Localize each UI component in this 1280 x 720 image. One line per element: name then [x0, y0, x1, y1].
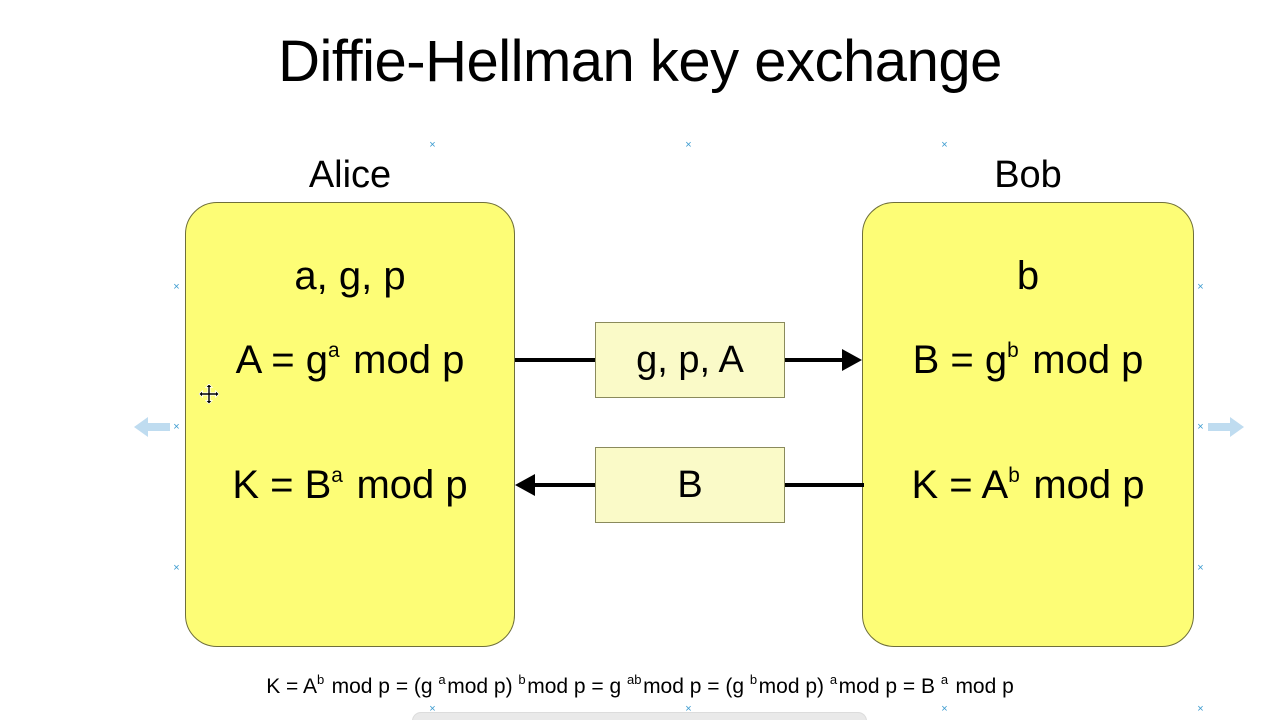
alice-public-key-exponent: a	[327, 338, 340, 362]
selection-handle[interactable]: ×	[941, 139, 948, 151]
video-player-bar[interactable]	[412, 712, 867, 720]
message-box-alice-to-bob[interactable]: g, p, A	[595, 322, 785, 398]
formula-seg-1: K = A	[266, 675, 317, 698]
formula-seg-2: mod p = (g	[325, 675, 439, 698]
alice-public-key-formula: A = ga mod p	[186, 337, 514, 383]
selection-handle[interactable]: ×	[685, 703, 692, 715]
selection-handle[interactable]: ×	[1197, 703, 1204, 715]
next-slide-arrow-icon[interactable]	[1208, 415, 1244, 439]
formula-exp-7: a	[940, 672, 949, 688]
bob-shared-key-exponent: b	[1008, 463, 1020, 487]
bob-label: Bob	[994, 154, 1062, 196]
bob-public-key-formula: B = gb mod p	[863, 337, 1193, 383]
formula-exp-3: b	[518, 672, 526, 688]
bob-box[interactable]: b B = gb mod p K = Ab mod p	[862, 202, 1194, 647]
move-cursor-icon	[198, 383, 220, 405]
bob-public-key-base: B = g	[912, 338, 1008, 382]
message-line-alice-to-bob-right	[785, 358, 844, 362]
alice-shared-key-tail: mod p	[345, 463, 468, 507]
bob-public-key-tail: mod p	[1021, 338, 1144, 382]
bob-public-key-exponent: b	[1007, 338, 1019, 362]
message-box-bob-to-alice[interactable]: B	[595, 447, 785, 523]
selection-handle[interactable]: ×	[173, 281, 180, 293]
selection-handle[interactable]: ×	[1197, 421, 1204, 433]
formula-seg-4: mod p = g	[527, 675, 628, 698]
formula-exp-1: b	[316, 672, 325, 688]
selection-handle[interactable]: ×	[941, 703, 948, 715]
formula-exp-2: a	[438, 672, 446, 688]
bob-shared-key-base: K = A	[911, 463, 1009, 507]
alice-shared-key-base: K = B	[232, 463, 332, 507]
page-title: Diffie-Hellman key exchange	[278, 29, 1002, 94]
alice-public-key-tail: mod p	[342, 338, 465, 382]
formula-seg-7: mod p = B	[838, 675, 941, 698]
formula-exp-5: b	[749, 672, 758, 688]
formula-seg-6: mod p)	[758, 675, 830, 698]
selection-handle[interactable]: ×	[429, 139, 436, 151]
alice-label: Alice	[308, 154, 392, 196]
alice-shared-key-formula: K = Ba mod p	[186, 462, 514, 508]
selection-handle[interactable]: ×	[173, 562, 180, 574]
alice-public-key-base: A = g	[235, 338, 328, 382]
selection-handle[interactable]: ×	[1197, 281, 1204, 293]
selection-handle[interactable]: ×	[1197, 562, 1204, 574]
formula-exp-4: ab	[627, 672, 642, 688]
previous-slide-arrow-icon[interactable]	[134, 415, 170, 439]
message-line-alice-to-bob-left	[515, 358, 595, 362]
alice-shared-key-exponent: a	[331, 463, 343, 487]
message-line-bob-to-alice-left	[535, 483, 595, 487]
selection-handle[interactable]: ×	[173, 421, 180, 433]
arrowhead-left-icon	[515, 474, 535, 496]
bob-shared-key-tail: mod p	[1022, 463, 1145, 507]
shared-secret-derivation: K = Ab mod p = (g amod p) bmod p = g abm…	[0, 672, 1280, 702]
selection-handle[interactable]: ×	[685, 139, 692, 151]
bob-secret-params: b	[1016, 254, 1040, 298]
selection-handle[interactable]: ×	[429, 703, 436, 715]
alice-box[interactable]: a, g, p A = ga mod p K = Ba mod p	[185, 202, 515, 647]
formula-seg-5: mod p = (g	[643, 675, 750, 698]
alice-secret-params: a, g, p	[294, 254, 406, 298]
arrowhead-right-icon	[842, 349, 862, 371]
message-line-bob-to-alice-right	[785, 483, 864, 487]
formula-seg-3: mod p)	[447, 675, 519, 698]
formula-exp-6: a	[829, 672, 838, 688]
bob-shared-key-formula: K = Ab mod p	[863, 462, 1193, 508]
formula-seg-8: mod p	[949, 675, 1014, 698]
